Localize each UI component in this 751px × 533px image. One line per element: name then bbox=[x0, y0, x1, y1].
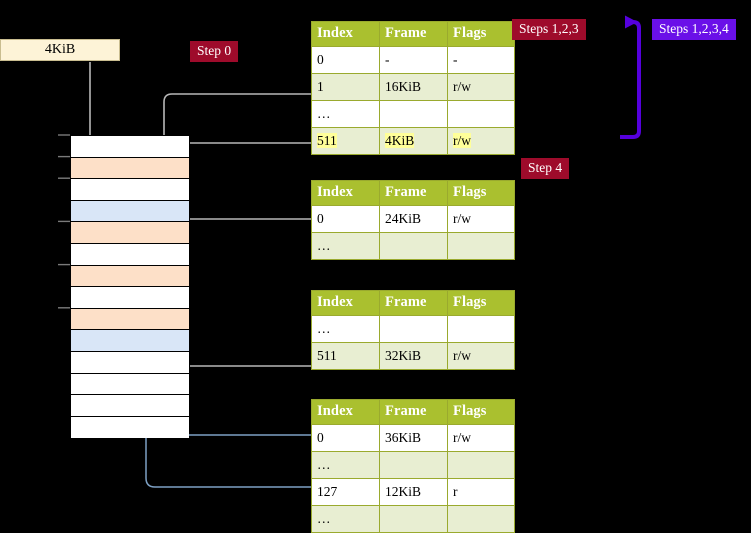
table-row[interactable]: … bbox=[311, 232, 515, 260]
size-label-box: 4KiB bbox=[0, 39, 120, 61]
table-cell-frame: 12KiB bbox=[379, 478, 448, 506]
wire-t3-row511-to-memory bbox=[173, 312, 311, 367]
table-cell-index: … bbox=[311, 451, 380, 479]
table-cell-frame: 16KiB bbox=[379, 73, 448, 101]
table-cell-index: … bbox=[311, 315, 380, 343]
table-row[interactable]: … bbox=[311, 505, 515, 533]
memory-frame-row bbox=[71, 395, 189, 417]
memory-frame-row bbox=[71, 179, 189, 201]
table-cell-frame: - bbox=[379, 46, 448, 74]
table-row[interactable]: 0-- bbox=[311, 46, 515, 74]
badge-step-4: Step 4 bbox=[521, 158, 570, 179]
table-row[interactable]: … bbox=[311, 451, 515, 479]
table-cell-index: 0 bbox=[311, 205, 380, 233]
memory-frame-row bbox=[71, 308, 189, 331]
table-cell-frame bbox=[379, 100, 448, 128]
table-cell-index: … bbox=[311, 505, 380, 533]
column-header-frame: Frame bbox=[379, 399, 448, 425]
memory-frame-row bbox=[71, 136, 189, 158]
wire-purple-steps-bracket bbox=[620, 15, 641, 139]
physical-memory-column bbox=[70, 135, 190, 439]
highlighted-value: 4KiB bbox=[385, 132, 415, 148]
table-cell-frame bbox=[379, 505, 448, 533]
table-cell-index: 1 bbox=[311, 73, 380, 101]
table-cell-frame: 36KiB bbox=[379, 424, 448, 452]
badge-step-0: Step 0 bbox=[190, 41, 239, 62]
table-cell-flags bbox=[447, 232, 515, 260]
column-header-index: Index bbox=[311, 180, 380, 206]
wire-t1-row511-to-memory bbox=[173, 142, 311, 154]
badge-steps-1-2-3-4: Steps 1,2,3,4 bbox=[652, 19, 736, 40]
column-header-flags: Flags bbox=[447, 290, 515, 316]
table-cell-index: 511 bbox=[311, 127, 380, 155]
column-header-flags: Flags bbox=[447, 21, 515, 47]
table-cell-flags: r/w bbox=[447, 424, 515, 452]
table-cell-flags bbox=[447, 100, 515, 128]
size-label-text: 4KiB bbox=[44, 42, 76, 57]
memory-frame-row bbox=[71, 200, 189, 223]
table-cell-flags: - bbox=[447, 46, 515, 74]
table-cell-index: 511 bbox=[311, 342, 380, 370]
table-cell-index: 0 bbox=[311, 424, 380, 452]
column-header-index: Index bbox=[311, 21, 380, 47]
column-header-frame: Frame bbox=[379, 180, 448, 206]
table-cell-frame bbox=[379, 232, 448, 260]
table-cell-flags: r/w bbox=[447, 342, 515, 370]
highlighted-value: r/w bbox=[453, 132, 471, 148]
table-cell-flags bbox=[447, 315, 515, 343]
table-cell-frame: 4KiB bbox=[379, 127, 448, 155]
table-cell-flags: r bbox=[447, 478, 515, 506]
table-row[interactable]: … bbox=[311, 100, 515, 128]
highlighted-value: 511 bbox=[317, 132, 337, 148]
wire-t2-row0-to-memory bbox=[179, 218, 311, 247]
table-cell-frame: 24KiB bbox=[379, 205, 448, 233]
column-header-index: Index bbox=[311, 290, 380, 316]
table-cell-index: … bbox=[311, 100, 380, 128]
column-header-frame: Frame bbox=[379, 290, 448, 316]
column-header-flags: Flags bbox=[447, 180, 515, 206]
column-header-index: Index bbox=[311, 399, 380, 425]
table-cell-frame: 32KiB bbox=[379, 342, 448, 370]
table-cell-frame bbox=[379, 451, 448, 479]
table-cell-frame bbox=[379, 315, 448, 343]
memory-frame-row bbox=[71, 157, 189, 180]
memory-frame-row bbox=[71, 416, 189, 439]
table-cell-flags bbox=[447, 451, 515, 479]
table-row[interactable]: 511 4KiB r/w bbox=[311, 127, 515, 155]
column-header-frame: Frame bbox=[379, 21, 448, 47]
memory-frame-row bbox=[71, 351, 189, 374]
table-cell-index: 127 bbox=[311, 478, 380, 506]
table-cell-flags: r/w bbox=[447, 127, 515, 155]
badge-steps-1-2-3: Steps 1,2,3 bbox=[512, 19, 586, 40]
table-cell-flags bbox=[447, 505, 515, 533]
table-row[interactable]: … bbox=[311, 315, 515, 343]
memory-frame-row bbox=[71, 265, 189, 288]
memory-frame-row bbox=[71, 287, 189, 309]
column-header-flags: Flags bbox=[447, 399, 515, 425]
memory-frame-row bbox=[71, 330, 189, 352]
memory-frame-row bbox=[71, 373, 189, 396]
table-cell-flags: r/w bbox=[447, 73, 515, 101]
table-cell-index: … bbox=[311, 232, 380, 260]
table-cell-flags: r/w bbox=[447, 205, 515, 233]
table-cell-index: 0 bbox=[311, 46, 380, 74]
memory-frame-row bbox=[71, 243, 189, 266]
memory-frame-row bbox=[71, 222, 189, 244]
